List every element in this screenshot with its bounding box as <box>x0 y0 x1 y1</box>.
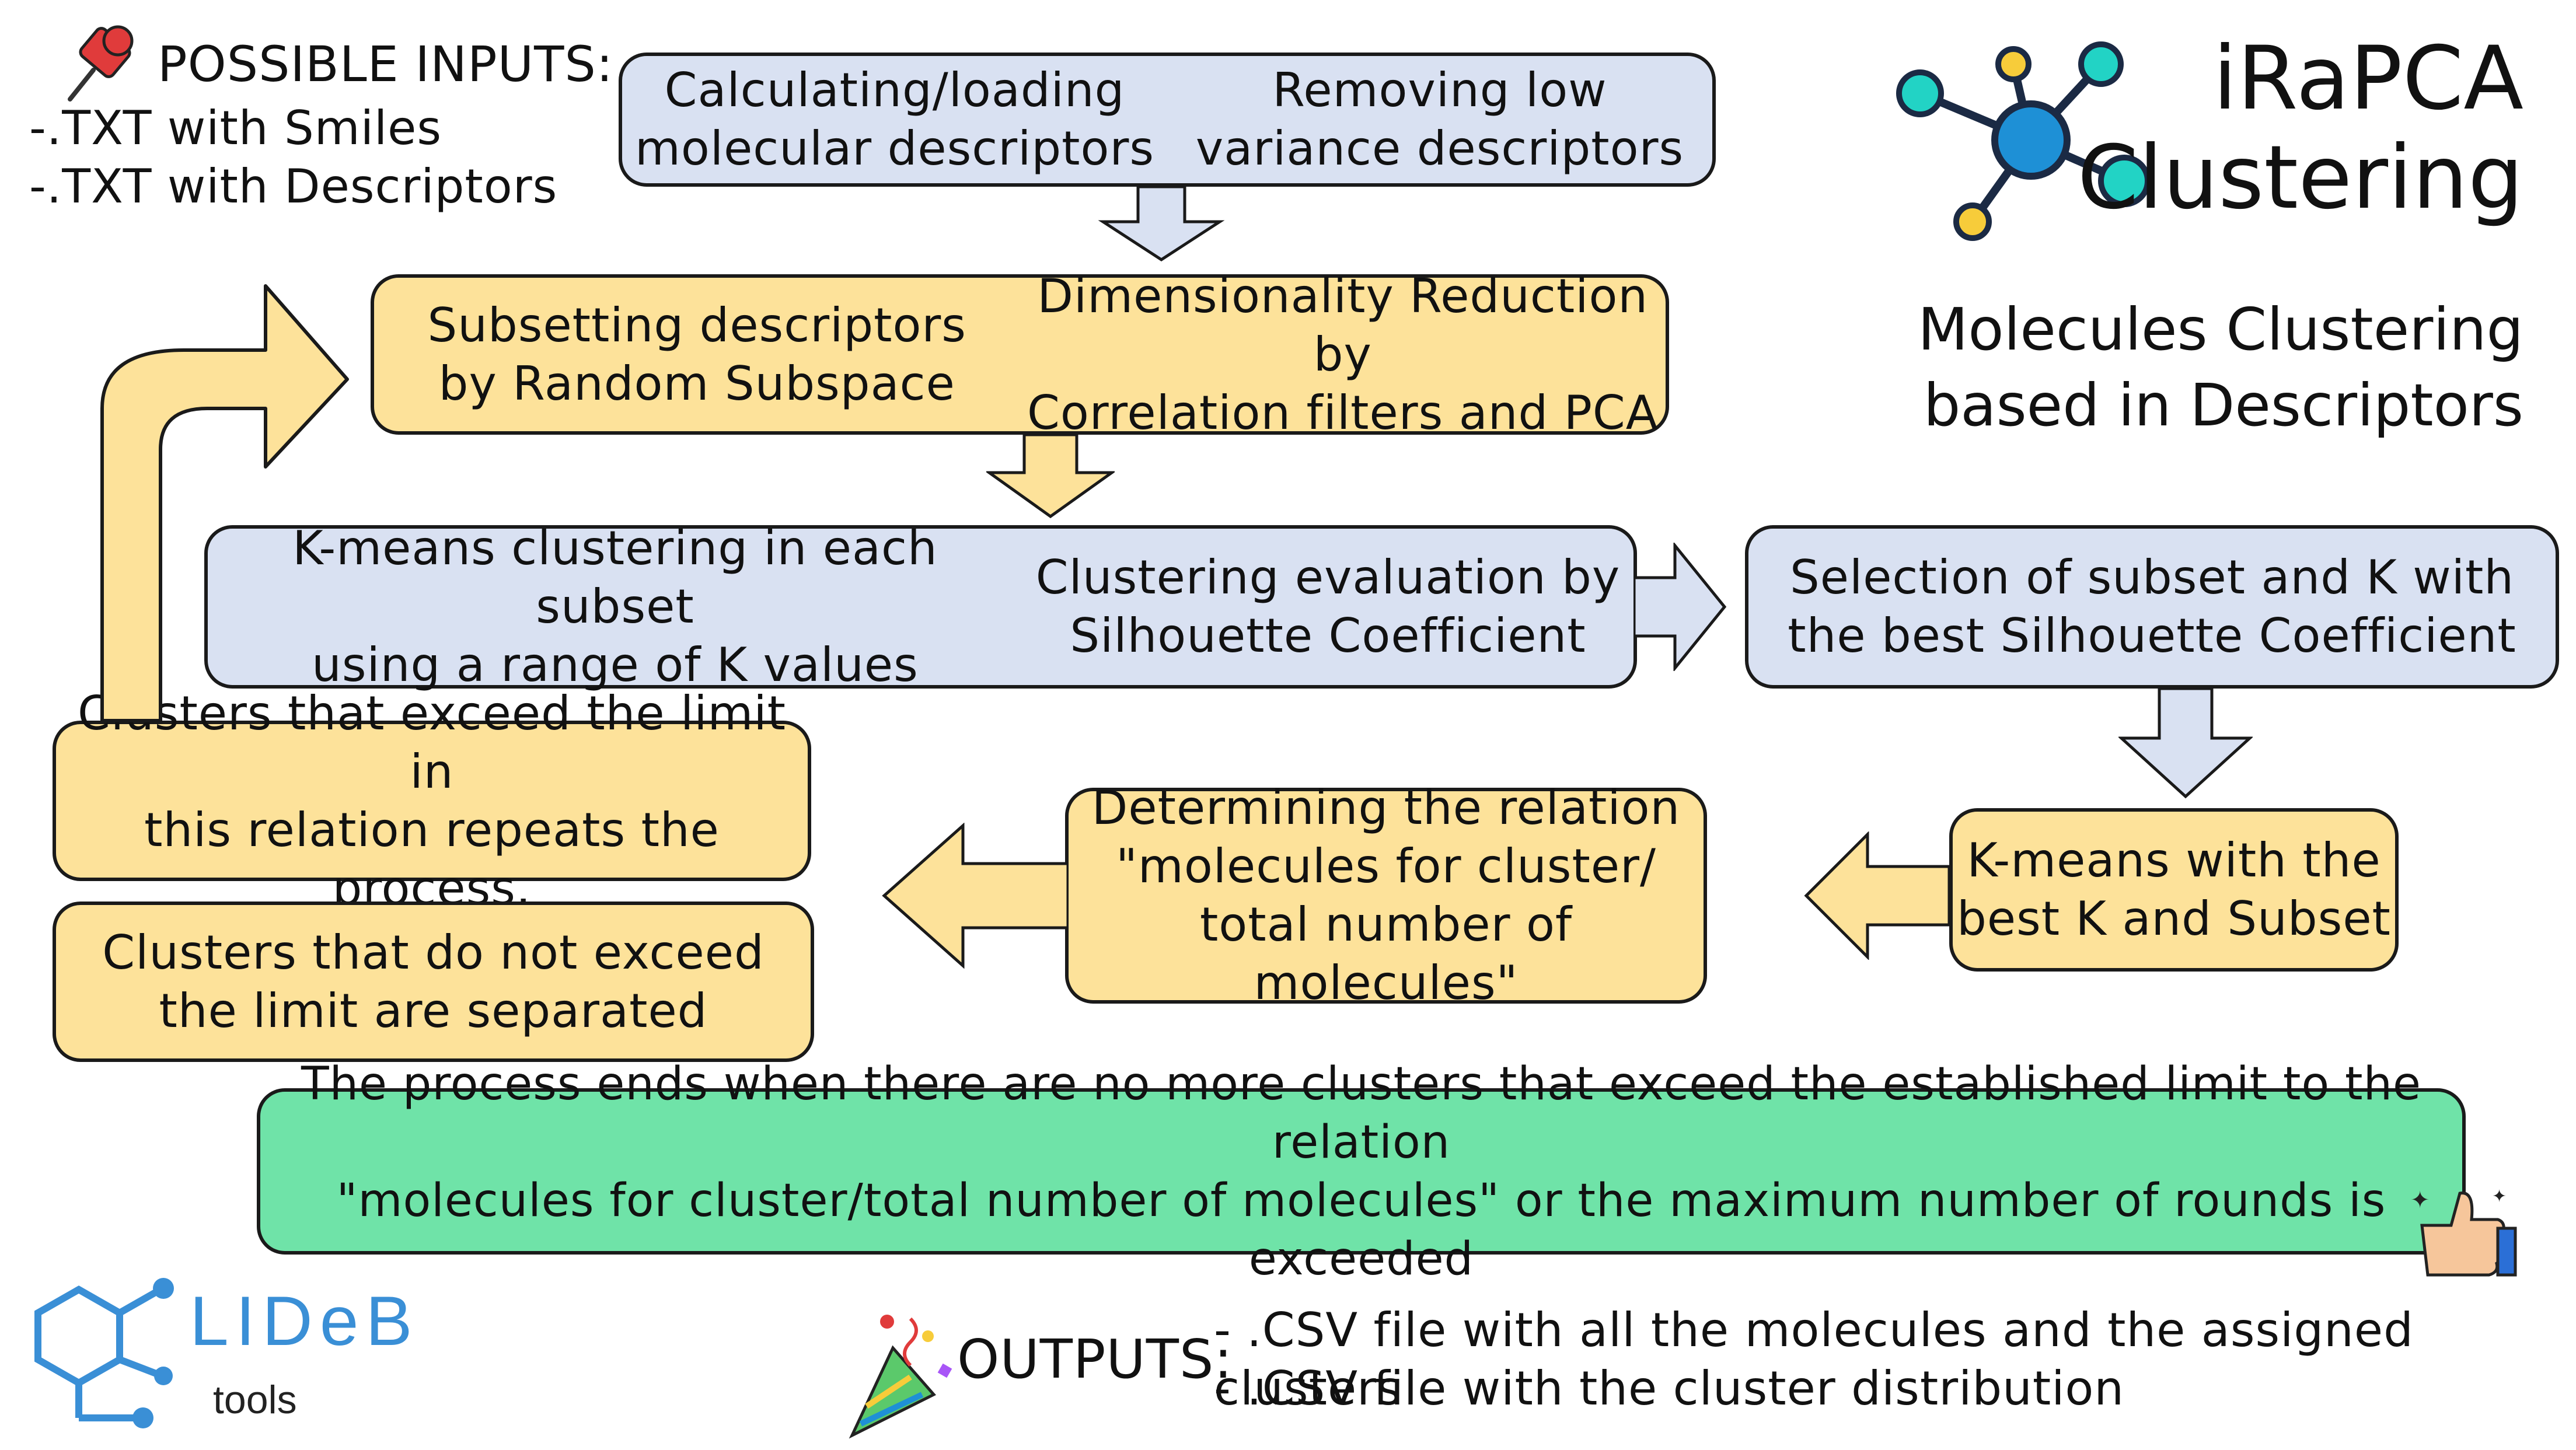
arrow-down-3 <box>2118 689 2253 799</box>
step6-box: Determining the relation "molecules for … <box>1065 781 1707 1010</box>
outputs-item-distribution: - .CSV file with the cluster distributio… <box>1214 1361 2125 1416</box>
step3-box: K-means clustering in each subset using … <box>204 521 1637 692</box>
end-box: The process ends when there are no more … <box>257 1058 2466 1285</box>
arrow-left-2 <box>882 823 1068 969</box>
step3b-text: Clustering evaluation by Silhouette Coef… <box>1035 550 1621 663</box>
inputs-item-smiles: -.TXT with Smiles <box>29 101 442 155</box>
brand-title-line1: iRaPCA <box>2212 28 2523 130</box>
step5-text: K-means with the best K and Subset <box>1957 833 2391 946</box>
arrow-down-2 <box>986 435 1115 519</box>
brand-title-line2: Clustering <box>2077 127 2523 229</box>
brand-subtitle-line1: Molecules Clustering <box>1918 295 2523 364</box>
arrow-left-1 <box>1804 831 1949 960</box>
step8-text: Clusters that do not exceed the limit ar… <box>102 925 765 1038</box>
step4-box: Selection of subset and K with the best … <box>1745 525 2559 689</box>
step2a-text: Subsetting descriptors by Random Subspac… <box>427 298 966 411</box>
step6-text: Determining the relation "molecules for … <box>1091 781 1681 1010</box>
party-popper-icon <box>849 1315 952 1439</box>
svg-text:✦: ✦ <box>2492 1186 2507 1207</box>
logo-sub: tools <box>213 1378 297 1422</box>
step1a-text: Calculating/loading molecular descriptor… <box>634 63 1155 176</box>
step3a-text: K-means clustering in each subset using … <box>292 521 938 692</box>
outputs-title: OUTPUTS: <box>957 1328 1233 1390</box>
network-molecule-icon <box>1896 41 2151 241</box>
logo-name: LIDeB <box>190 1282 420 1360</box>
step1b-text: Removing low variance descriptors <box>1195 63 1684 176</box>
svg-text:✦: ✦ <box>2410 1187 2430 1214</box>
step7-box: Clusters that exceed the limit in this r… <box>53 686 811 916</box>
arrow-down-1 <box>1098 187 1225 261</box>
inputs-item-descriptors: -.TXT with Descriptors <box>29 159 558 214</box>
step4-text: Selection of subset and K with the best … <box>1788 550 2516 663</box>
outputs-item-molecules: - .CSV file with all the molecules and t… <box>1214 1303 2414 1416</box>
step8-box: Clusters that do not exceed the limit ar… <box>53 902 814 1062</box>
step2b-text: Dimensionality Reduction by Correlation … <box>1027 268 1659 440</box>
step5-box: K-means with the best K and Subset <box>1949 808 2399 972</box>
pushpin-icon <box>68 25 134 102</box>
hexagon-molecule-logo <box>34 1278 174 1428</box>
thumbs-up-icon: ✦ ✦ <box>2410 1186 2517 1277</box>
step1-box: Calculating/loading molecular descriptor… <box>619 53 1716 187</box>
step2-box: Subsetting descriptors by Random Subspac… <box>371 269 1669 440</box>
loop-back-arrow <box>100 284 349 722</box>
arrow-right-1 <box>1634 543 1727 671</box>
inputs-section: POSSIBLE INPUTS: -.TXT with Smiles -.TXT… <box>29 23 636 233</box>
brand-subtitle-line2: based in Descriptors <box>1923 371 2523 439</box>
inputs-title: POSSIBLE INPUTS: <box>158 36 614 93</box>
end-text: The process ends when there are no more … <box>301 1057 2422 1285</box>
